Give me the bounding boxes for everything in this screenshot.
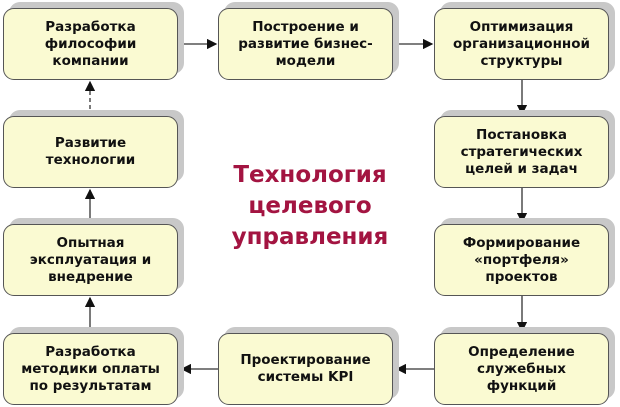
diagram-title: Технология целевого управления: [231, 162, 389, 250]
step-service-functions: Определение служебных функций: [434, 333, 609, 405]
step-kpi-system: Проектирование системы KPI: [218, 333, 393, 405]
step-project-portfolio: Формирование «портфеля» проектов: [434, 224, 609, 296]
step-business-model: Построение и развитие бизнес-модели: [218, 8, 393, 80]
step-org-structure: Оптимизация организационной структуры: [434, 8, 609, 80]
step-company-philosophy: Разработка философии компании: [3, 8, 178, 80]
step-pilot-implementation: Опытная эксплуатация и внедрение: [3, 224, 178, 296]
step-payment-method: Разработка методики оплаты по результата…: [3, 333, 178, 405]
step-technology-development: Развитие технологии: [3, 116, 178, 188]
step-strategic-goals: Постановка стратегических целей и задач: [434, 116, 609, 188]
